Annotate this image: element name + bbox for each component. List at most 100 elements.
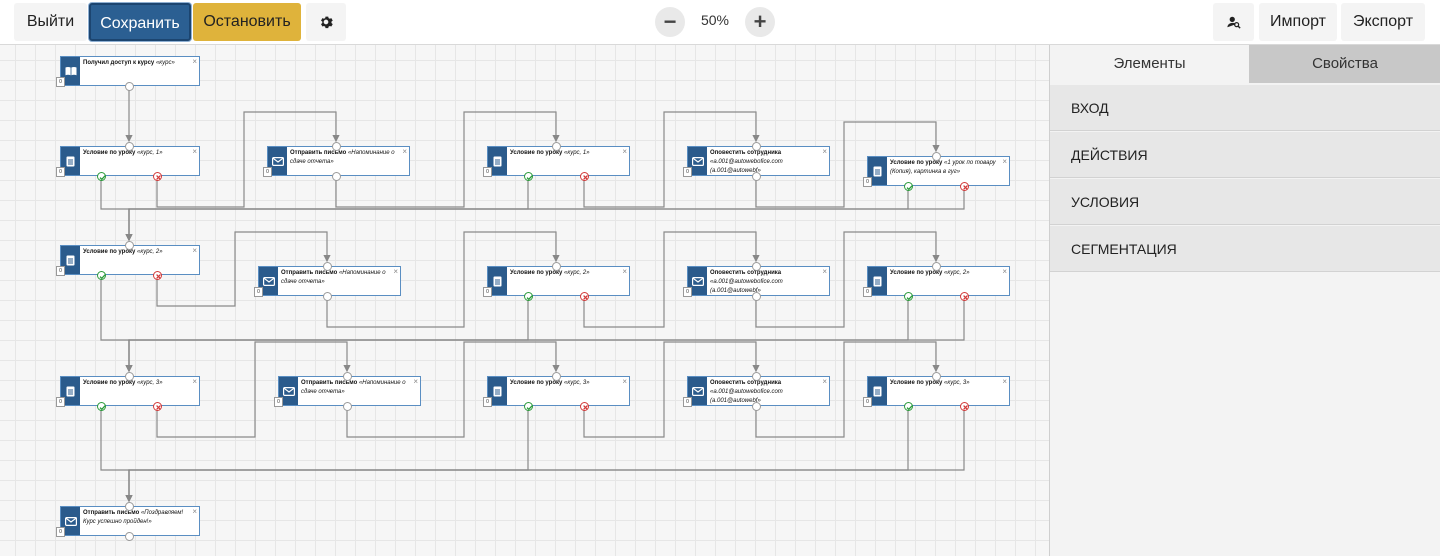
remove-node-icon[interactable]: × bbox=[1002, 267, 1007, 276]
remove-node-icon[interactable]: × bbox=[822, 147, 827, 156]
input-port[interactable] bbox=[751, 261, 761, 271]
category-actions[interactable]: ДЕЙСТВИЯ bbox=[1050, 132, 1440, 178]
connection-line[interactable] bbox=[100, 176, 133, 242]
workflow-node-email[interactable]: Отправить письмо «Напоминание о сдаче от… bbox=[254, 266, 401, 297]
workflow-node-condition[interactable]: Условие по уроку «курс, 2»×0 bbox=[483, 266, 630, 297]
input-port[interactable] bbox=[551, 261, 561, 271]
remove-node-icon[interactable]: × bbox=[192, 246, 197, 255]
connection-line[interactable] bbox=[100, 275, 133, 373]
workflow-node-condition[interactable]: Условие по уроку «курс, 3»×0 bbox=[863, 376, 1010, 407]
connection-line[interactable] bbox=[755, 341, 940, 438]
no-output-port[interactable] bbox=[152, 401, 162, 411]
input-port[interactable] bbox=[124, 141, 134, 151]
connection-line[interactable] bbox=[755, 231, 940, 328]
export-button[interactable]: Экспорт bbox=[1341, 3, 1425, 41]
remove-node-icon[interactable]: × bbox=[413, 377, 418, 386]
output-port[interactable] bbox=[331, 171, 341, 181]
yes-output-port[interactable] bbox=[903, 401, 913, 411]
category-conditions[interactable]: УСЛОВИЯ bbox=[1050, 179, 1440, 225]
connection-line[interactable] bbox=[326, 231, 560, 328]
input-port[interactable] bbox=[931, 261, 941, 271]
connection-line[interactable] bbox=[156, 111, 340, 208]
connection-line[interactable] bbox=[335, 111, 560, 208]
yes-output-port[interactable] bbox=[523, 171, 533, 181]
connection-line[interactable] bbox=[125, 296, 529, 373]
tab-elements[interactable]: Элементы bbox=[1050, 45, 1249, 83]
connection-line[interactable] bbox=[156, 341, 351, 438]
workflow-node-condition[interactable]: Условие по уроку «курс, 3»×0 bbox=[56, 376, 200, 407]
remove-node-icon[interactable]: × bbox=[822, 267, 827, 276]
no-output-port[interactable] bbox=[579, 171, 589, 181]
connection-line[interactable] bbox=[100, 406, 133, 503]
yes-output-port[interactable] bbox=[523, 401, 533, 411]
no-output-port[interactable] bbox=[579, 401, 589, 411]
workflow-node-condition[interactable]: Условие по уроку «курс, 2»×0 bbox=[863, 266, 1010, 297]
workflow-node-email[interactable]: Оповестить сотрудника «a.001@autowebofic… bbox=[683, 146, 830, 177]
yes-output-port[interactable] bbox=[903, 181, 913, 191]
input-port[interactable] bbox=[322, 261, 332, 271]
connection-line[interactable] bbox=[125, 186, 965, 242]
no-output-port[interactable] bbox=[959, 181, 969, 191]
workflow-node-condition[interactable]: Условие по уроку «курс, 1»×0 bbox=[483, 146, 630, 177]
remove-node-icon[interactable]: × bbox=[192, 507, 197, 516]
output-port[interactable] bbox=[124, 531, 134, 541]
connection-line[interactable] bbox=[125, 406, 909, 503]
zoom-in-button[interactable]: + bbox=[745, 7, 775, 37]
workflow-node-condition[interactable]: Условие по уроку «курс, 2»×0 bbox=[56, 245, 200, 276]
input-port[interactable] bbox=[931, 371, 941, 381]
yes-output-port[interactable] bbox=[96, 270, 106, 280]
no-output-port[interactable] bbox=[579, 291, 589, 301]
output-port[interactable] bbox=[322, 291, 332, 301]
remove-node-icon[interactable]: × bbox=[192, 377, 197, 386]
remove-node-icon[interactable]: × bbox=[1002, 157, 1007, 166]
workflow-node-condition[interactable]: Условие по уроку «1 урок по товару (Копи… bbox=[863, 156, 1010, 187]
connection-line[interactable] bbox=[583, 341, 760, 438]
workflow-node-condition[interactable]: Условие по уроку «курс, 1»×0 bbox=[56, 146, 200, 177]
input-port[interactable] bbox=[751, 371, 761, 381]
output-port[interactable] bbox=[124, 81, 134, 91]
output-port[interactable] bbox=[751, 401, 761, 411]
connection-line[interactable] bbox=[156, 231, 331, 307]
connection-line[interactable] bbox=[125, 296, 909, 373]
connection-line[interactable] bbox=[346, 341, 560, 438]
remove-node-icon[interactable]: × bbox=[192, 147, 197, 156]
input-port[interactable] bbox=[342, 371, 352, 381]
no-output-port[interactable] bbox=[959, 401, 969, 411]
stop-button[interactable]: Остановить bbox=[193, 3, 301, 41]
output-port[interactable] bbox=[751, 171, 761, 181]
input-port[interactable] bbox=[551, 371, 561, 381]
yes-output-port[interactable] bbox=[523, 291, 533, 301]
exit-button[interactable]: Выйти bbox=[14, 3, 87, 41]
connection-line[interactable] bbox=[125, 296, 965, 373]
no-output-port[interactable] bbox=[959, 291, 969, 301]
remove-node-icon[interactable]: × bbox=[192, 57, 197, 66]
connection-line[interactable] bbox=[583, 111, 760, 208]
remove-node-icon[interactable]: × bbox=[622, 267, 627, 276]
workflow-node-condition[interactable]: Условие по уроку «курс, 3»×0 bbox=[483, 376, 630, 407]
settings-button[interactable] bbox=[306, 3, 346, 41]
input-port[interactable] bbox=[751, 141, 761, 151]
yes-output-port[interactable] bbox=[96, 171, 106, 181]
remove-node-icon[interactable]: × bbox=[1002, 377, 1007, 386]
input-port[interactable] bbox=[124, 371, 134, 381]
connection-line[interactable] bbox=[125, 176, 529, 242]
connection-line[interactable] bbox=[125, 406, 965, 503]
input-port[interactable] bbox=[124, 501, 134, 511]
no-output-port[interactable] bbox=[152, 270, 162, 280]
yes-output-port[interactable] bbox=[96, 401, 106, 411]
input-port[interactable] bbox=[931, 151, 941, 161]
workflow-node-email[interactable]: Оповестить сотрудника «a.001@autowebofic… bbox=[683, 266, 830, 297]
remove-node-icon[interactable]: × bbox=[622, 147, 627, 156]
no-output-port[interactable] bbox=[152, 171, 162, 181]
workflow-node-email[interactable]: Отправить письмо «Поздравляем! Курс успе… bbox=[56, 506, 200, 537]
save-button[interactable]: Сохранить bbox=[89, 3, 191, 41]
workflow-node-email[interactable]: Оповестить сотрудника «a.001@autowebofic… bbox=[683, 376, 830, 407]
category-segmentation[interactable]: СЕГМЕНТАЦИЯ bbox=[1050, 226, 1440, 272]
input-port[interactable] bbox=[551, 141, 561, 151]
zoom-out-button[interactable]: − bbox=[655, 7, 685, 37]
connection-line[interactable] bbox=[583, 231, 760, 328]
input-port[interactable] bbox=[331, 141, 341, 151]
user-search-button[interactable] bbox=[1213, 3, 1254, 41]
tab-properties[interactable]: Свойства bbox=[1249, 45, 1440, 83]
remove-node-icon[interactable]: × bbox=[402, 147, 407, 156]
